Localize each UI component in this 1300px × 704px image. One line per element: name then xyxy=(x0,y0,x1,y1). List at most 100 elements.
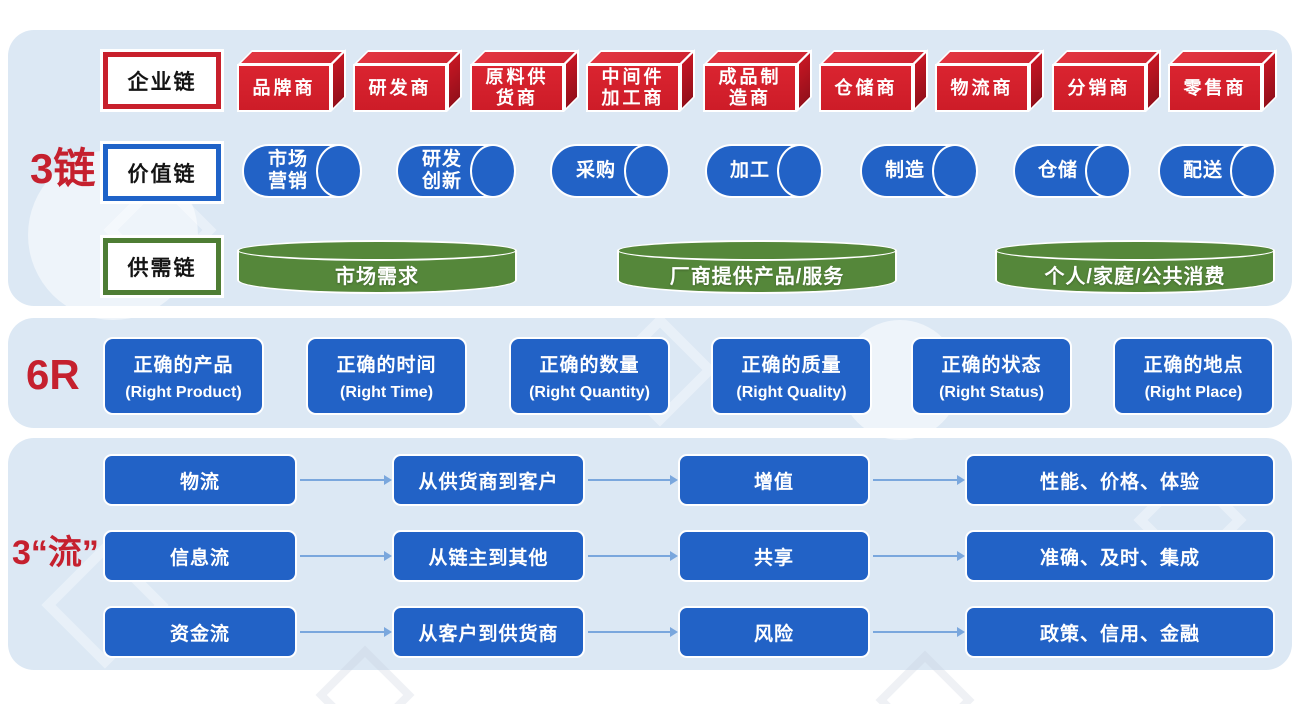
flow-box: 从链主到其他 xyxy=(392,530,585,582)
value-chain-cylinder-label: 制造 xyxy=(884,160,925,182)
cylinder-cap xyxy=(624,144,670,198)
enterprise-box-label: 原料供 货商 xyxy=(470,64,564,112)
box-top-face xyxy=(1052,50,1161,65)
arrow-right-icon xyxy=(300,627,392,637)
enterprise-box: 品牌商 xyxy=(237,49,347,112)
six-r-english: (Right Time) xyxy=(339,384,434,401)
cylinder-cap xyxy=(1230,144,1276,198)
supply-demand-drum-label: 市场需求 xyxy=(335,265,419,288)
enterprise-box-label: 零售商 xyxy=(1168,64,1262,112)
supply-demand-chain-label: 供需链 xyxy=(103,238,221,295)
enterprise-chain-label: 企业链 xyxy=(103,52,221,109)
box-top-face xyxy=(470,50,579,65)
arrow-right-icon xyxy=(873,551,965,561)
arrow-right-icon xyxy=(588,475,678,485)
cylinder-cap xyxy=(1085,144,1131,198)
box-top-face xyxy=(353,50,462,65)
supply-demand-drum: 个人/家庭/公共消费 xyxy=(995,240,1275,294)
six-r-chinese: 正确的数量 xyxy=(539,355,640,376)
six-r-box: 正确的数量 (Right Quantity) xyxy=(509,337,670,415)
supply-demand-drum-label: 厂商提供产品/服务 xyxy=(669,265,845,288)
six-r-box: 正确的地点 (Right Place) xyxy=(1113,337,1274,415)
enterprise-box-label: 研发商 xyxy=(353,64,447,112)
flow-box: 政策、信用、金融 xyxy=(965,606,1275,658)
cylinder-cap xyxy=(932,144,978,198)
six-r-english: (Right Product) xyxy=(125,384,242,401)
value-chain-cylinder-label: 采购 xyxy=(575,160,616,182)
six-r-chinese: 正确的地点 xyxy=(1143,355,1244,376)
value-chain-cylinder-label: 配送 xyxy=(1182,160,1223,182)
arrow-right-icon xyxy=(300,475,392,485)
flow-box: 从客户到供货商 xyxy=(392,606,585,658)
enterprise-box: 物流商 xyxy=(935,49,1045,112)
six-r-box: 正确的状态 (Right Status) xyxy=(911,337,1072,415)
box-top-face xyxy=(1168,50,1277,65)
enterprise-box-label: 物流商 xyxy=(935,64,1029,112)
value-chain-cylinder: 研发 创新 xyxy=(396,144,516,198)
flow-box: 物流 xyxy=(103,454,297,506)
arrow-right-icon xyxy=(873,627,965,637)
six-r-box: 正确的质量 (Right Quality) xyxy=(711,337,872,415)
box-top-face xyxy=(586,50,695,65)
six-r-english: (Right Place) xyxy=(1144,384,1243,401)
enterprise-box: 研发商 xyxy=(353,49,463,112)
flow-box: 性能、价格、体验 xyxy=(965,454,1275,506)
six-r-english: (Right Quality) xyxy=(736,384,847,401)
box-top-face xyxy=(935,50,1044,65)
six-r-chinese: 正确的产品 xyxy=(133,355,234,376)
drum-top xyxy=(995,240,1275,261)
value-chain-cylinder: 制造 xyxy=(860,144,978,198)
section-title-3-flows: 3“流” xyxy=(12,534,99,572)
six-r-english: (Right Quantity) xyxy=(529,384,650,401)
six-r-chinese: 正确的时间 xyxy=(336,355,437,376)
value-chain-label: 价值链 xyxy=(103,144,221,201)
six-r-english: (Right Status) xyxy=(939,384,1044,401)
value-chain-cylinder: 市场 营销 xyxy=(242,144,362,198)
drum-top xyxy=(617,240,897,261)
enterprise-box-label: 仓储商 xyxy=(819,64,913,112)
value-chain-cylinder-label: 研发 创新 xyxy=(421,149,462,192)
value-chain-cylinder-label: 市场 营销 xyxy=(267,149,308,192)
six-r-box: 正确的时间 (Right Time) xyxy=(306,337,467,415)
supply-demand-drum: 市场需求 xyxy=(237,240,517,294)
box-top-face xyxy=(819,50,928,65)
six-r-chinese: 正确的状态 xyxy=(941,355,1042,376)
flow-box: 风险 xyxy=(678,606,870,658)
flow-box: 准确、及时、集成 xyxy=(965,530,1275,582)
enterprise-box-label: 分销商 xyxy=(1052,64,1146,112)
box-top-face xyxy=(237,50,346,65)
value-chain-cylinder: 加工 xyxy=(705,144,823,198)
enterprise-box: 零售商 xyxy=(1168,49,1278,112)
box-top-face xyxy=(703,50,812,65)
six-r-chinese: 正确的质量 xyxy=(741,355,842,376)
enterprise-box: 成品制 造商 xyxy=(703,49,813,112)
supply-demand-drum: 厂商提供产品/服务 xyxy=(617,240,897,294)
arrow-right-icon xyxy=(300,551,392,561)
flow-box: 资金流 xyxy=(103,606,297,658)
enterprise-box: 原料供 货商 xyxy=(470,49,580,112)
cylinder-cap xyxy=(777,144,823,198)
enterprise-box: 仓储商 xyxy=(819,49,929,112)
value-chain-cylinder: 配送 xyxy=(1158,144,1276,198)
cylinder-cap xyxy=(470,144,516,198)
section-title-6r: 6R xyxy=(26,351,80,398)
value-chain-cylinder: 采购 xyxy=(550,144,670,198)
cylinder-cap xyxy=(316,144,362,198)
flow-box: 共享 xyxy=(678,530,870,582)
six-r-box: 正确的产品 (Right Product) xyxy=(103,337,264,415)
flow-box: 从供货商到客户 xyxy=(392,454,585,506)
enterprise-box: 中间件 加工商 xyxy=(586,49,696,112)
enterprise-box-label: 品牌商 xyxy=(237,64,331,112)
flow-box: 信息流 xyxy=(103,530,297,582)
value-chain-cylinder-label: 仓储 xyxy=(1037,160,1078,182)
arrow-right-icon xyxy=(873,475,965,485)
value-chain-cylinder: 仓储 xyxy=(1013,144,1131,198)
drum-top xyxy=(237,240,517,261)
value-chain-cylinder-label: 加工 xyxy=(729,160,770,182)
supply-demand-drum-label: 个人/家庭/公共消费 xyxy=(1044,265,1226,288)
arrow-right-icon xyxy=(588,551,678,561)
enterprise-box: 分销商 xyxy=(1052,49,1162,112)
section-title-3-chains: 3链 xyxy=(30,145,96,192)
enterprise-box-label: 成品制 造商 xyxy=(703,64,797,112)
